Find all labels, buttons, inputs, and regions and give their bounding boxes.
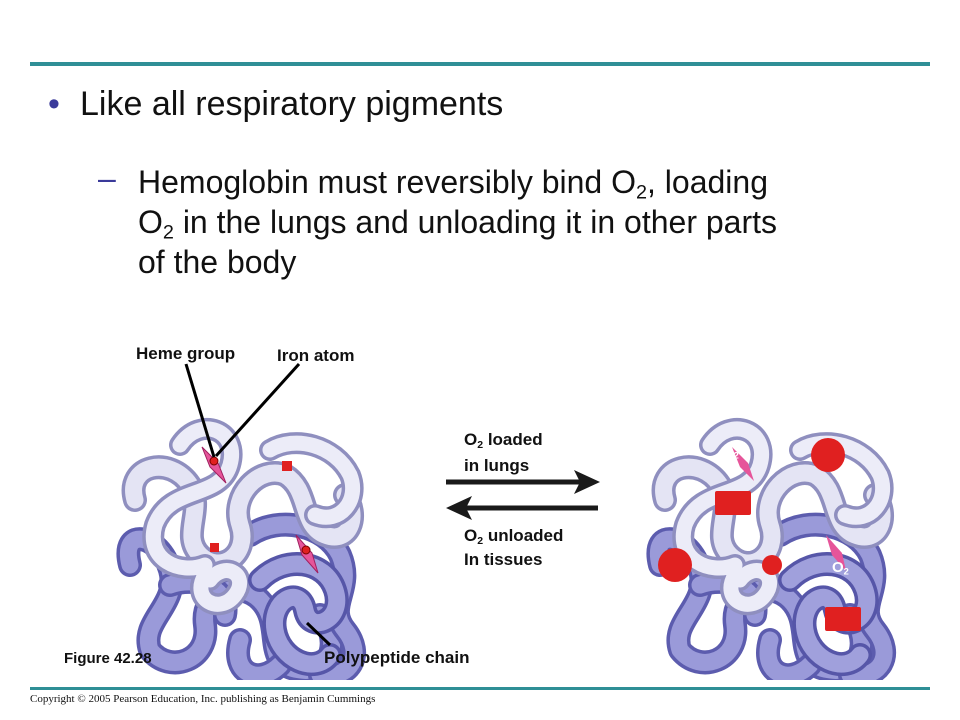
o2-badge-bottom [825, 607, 861, 631]
hemoglobin-oxy-model [658, 429, 884, 676]
sub-line-2-end: in the lungs and unloading it in other p… [173, 204, 777, 240]
bottom-rule [30, 687, 930, 690]
sub-bullet-text: Hemoglobin must reversibly bind O2, load… [138, 162, 898, 282]
label-o2-loaded: O2 loaded [464, 430, 543, 450]
oxygen-bound-icon [811, 438, 845, 472]
hemoglobin-deoxy-model [128, 429, 354, 676]
figure-caption: Figure 42.28 [64, 650, 152, 667]
heme-group-icon [732, 447, 754, 481]
iron-atom-icon [301, 545, 311, 555]
sub-line-1-subscript: 2 [635, 181, 648, 204]
oxygen-bound-icon [762, 555, 782, 575]
top-rule [30, 62, 930, 66]
label-in-tissues: In tissues [464, 550, 543, 569]
sub-line-1-end: , loading [647, 164, 768, 200]
sub-line-3: of the body [138, 244, 297, 280]
iron-atom-pointer [214, 362, 301, 458]
o2-badge-label-bottom: O2 [832, 559, 849, 576]
bullet-marker: • [48, 85, 60, 123]
copyright-notice: Copyright © 2005 Pearson Education, Inc.… [30, 693, 376, 705]
iron-atom-icon [209, 456, 219, 466]
label-heme-group: Heme group [136, 344, 236, 363]
sub-line-2: O2 in the lungs and unloading it in othe… [138, 202, 898, 242]
equilibrium-arrows [446, 470, 600, 520]
heme-group-icon [826, 535, 846, 571]
oxygen-bound-icon [658, 548, 692, 582]
o2-loaded-subscript: 2 [477, 438, 484, 451]
sub-bullet-marker: – [98, 160, 116, 196]
sub-line-2-subscript: 2 [162, 221, 174, 244]
right-arrowhead-icon [574, 470, 600, 494]
sub-line-1: Hemoglobin must reversibly bind O2, load… [138, 162, 898, 202]
polypeptide-pointer [305, 621, 332, 647]
sub-line-1-text: Hemoglobin must reversibly bind O [138, 164, 636, 200]
bullet-text: Like all respiratory pigments [80, 85, 504, 123]
label-iron-atom: Iron atom [277, 346, 355, 365]
label-polypeptide-chain: Polypeptide chain [324, 648, 470, 667]
o2-unloaded-subscript: 2 [477, 534, 484, 547]
o2-unloaded-letter: O [464, 526, 478, 545]
o2-badge-bottom-subscript: 2 [843, 566, 849, 577]
label-o2-unloaded: O2 unloaded [464, 526, 563, 546]
heme-group-pointer [184, 363, 216, 458]
o2-loaded-letter: O [464, 430, 478, 449]
o2-badge-top-subscript: 2 [733, 450, 739, 461]
o2-loaded-text: loaded [483, 430, 543, 449]
o2-badge-top-letter: O [722, 443, 734, 460]
o2-badge-bottom-letter: O [832, 559, 844, 576]
heme-group-icon [210, 543, 219, 552]
o2-badge-label-top: O2 [722, 443, 739, 460]
hemoglobin-illustration [0, 362, 960, 680]
sub-line-2-text: O [138, 204, 163, 240]
label-in-lungs: in lungs [464, 456, 530, 475]
heme-group-icon [282, 461, 292, 471]
o2-unloaded-text: unloaded [483, 526, 564, 545]
o2-badge-top [715, 491, 751, 515]
hemoglobin-figure: Heme group Iron atom O2 loaded in lungs … [0, 320, 960, 680]
left-arrowhead-icon [446, 496, 472, 520]
